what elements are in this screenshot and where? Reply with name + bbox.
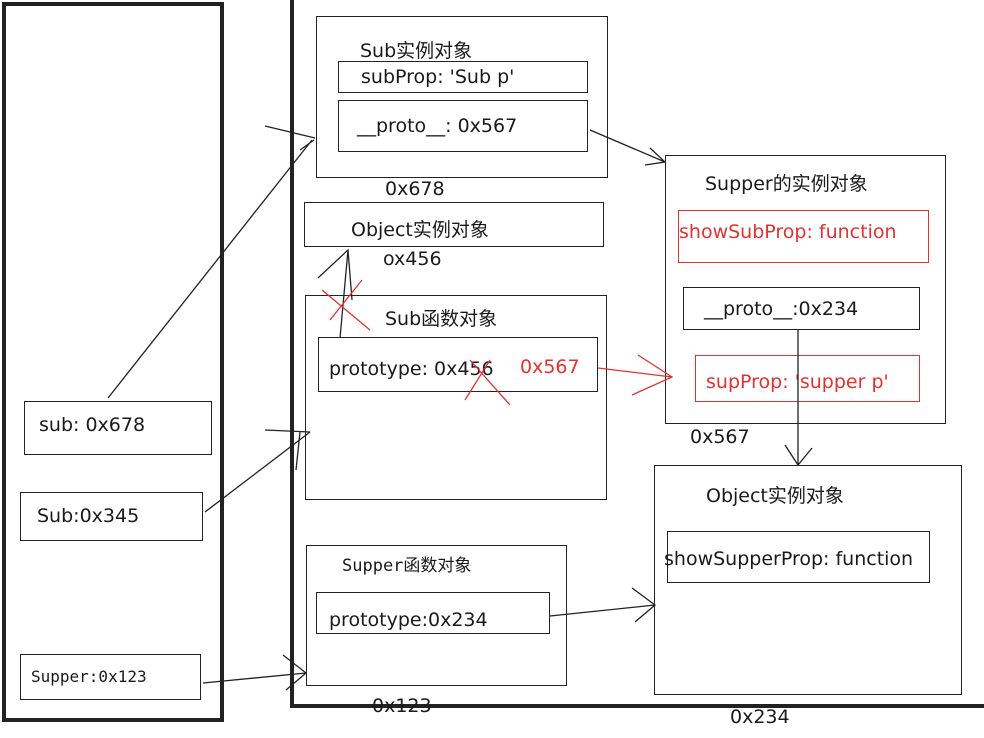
supper-function-title: Supper函数对象 — [342, 556, 472, 576]
object-instance-1-address: ox456 — [383, 248, 442, 270]
object-instance-1-title: Object实例对象 — [351, 219, 489, 241]
sub-prototype-box: prototype: 0x456 — [318, 337, 598, 392]
stack-sub: sub: 0x678 — [24, 401, 212, 455]
arrow-Sub-to-function — [204, 429, 311, 513]
supper-instance-title: Supper的实例对象 — [705, 173, 868, 195]
cross-old-link — [321, 279, 371, 331]
sub-instance-title: Sub实例对象 — [360, 40, 473, 62]
showsubprop-box: showSubProp: function — [678, 210, 929, 263]
stack-sub-label: sub: 0x678 — [39, 414, 146, 436]
arrow-prototype-to-object — [317, 248, 353, 339]
supper-instance-address: 0x567 — [690, 426, 750, 448]
showsupperprop-label: showSupperProp: function — [664, 548, 914, 570]
showsupperprop-box: showSupperProp: function — [664, 531, 930, 583]
sub-instance-address: 0x678 — [385, 178, 445, 200]
sub-prototype-label: prototype: 0x456 — [329, 358, 494, 380]
arrow-supper-proto-to-object — [784, 330, 813, 467]
arrow-sub-to-instance — [107, 125, 316, 399]
sub-new-prototype: 0x567 — [520, 356, 580, 378]
stack-Supper: Supper:0x123 — [20, 654, 201, 700]
stack-frame — [2, 2, 224, 722]
stack-Sub-label: Sub:0x345 — [37, 505, 140, 527]
supper-function-box — [306, 545, 567, 686]
supper-prototype-box: prototype:0x234 — [316, 592, 550, 634]
stack-Sub: Sub:0x345 — [20, 492, 203, 541]
sub-function-box — [305, 295, 607, 500]
arrow-proto-to-supper — [589, 129, 667, 166]
stack-Supper-label: Supper:0x123 — [31, 667, 147, 686]
arrow-new-prototype — [597, 354, 674, 396]
arrow-Supper-to-function — [202, 654, 308, 691]
supper-prototype-label: prototype:0x234 — [329, 609, 488, 631]
object-instance-1-box: Object实例对象 — [304, 202, 604, 247]
supper-instance-box — [665, 155, 946, 424]
supper-proto-label: __proto__:0x234 — [704, 298, 859, 320]
cross-old-prototype — [464, 359, 511, 406]
supper-function-address: 0x123 — [372, 695, 432, 717]
sub-proto-label: __proto__: 0x567 — [357, 115, 518, 137]
showsubprop-label: showSubProp: function — [679, 221, 897, 243]
subprop-label: subProp: 'Sub p' — [361, 66, 515, 88]
sub-proto-box: __proto__: 0x567 — [338, 100, 588, 152]
sub-instance-box — [316, 16, 608, 178]
sub-function-title: Sub函数对象 — [385, 308, 498, 330]
arrow-supper-prototype — [549, 587, 657, 623]
object-instance-2-title: Object实例对象 — [706, 485, 844, 507]
object-instance-2-address: 0x234 — [730, 706, 790, 728]
supper-proto-box: __proto__:0x234 — [683, 287, 920, 330]
object-instance-2-box — [654, 465, 962, 695]
heap-frame — [290, 0, 984, 708]
subprop-box: subProp: 'Sub p' — [338, 61, 588, 93]
